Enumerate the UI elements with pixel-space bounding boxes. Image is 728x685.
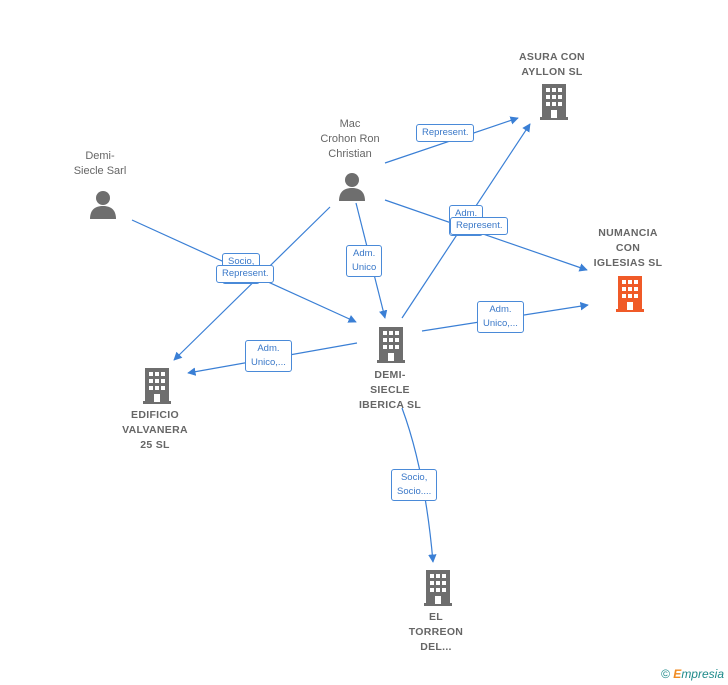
edge-label-adm-unico[interactable]: Adm. Unico <box>346 245 383 277</box>
label-line: IGLESIAS SL <box>593 257 663 269</box>
node-numancia-label[interactable]: NUMANCIA CON IGLESIAS SL <box>578 226 678 271</box>
edge-label-text: Adm. <box>353 248 376 259</box>
edge-label-text: Represent. <box>422 127 469 138</box>
building-icon <box>540 84 568 120</box>
label-line: CON <box>615 242 641 254</box>
brand-text: mpresia <box>681 667 724 681</box>
brand-initial: E <box>673 667 682 681</box>
label-line: SIECLE <box>370 384 410 396</box>
edge-label-text: Represent. <box>222 268 269 279</box>
label-line: Siecle Sarl <box>73 165 127 177</box>
node-asura-label[interactable]: ASURA CON AYLLON SL <box>500 50 604 80</box>
person-icon <box>339 173 365 201</box>
label-line: EL <box>428 611 444 623</box>
node-demi-iberica-label[interactable]: DEMI- SIECLE IBERICA SL <box>340 368 440 413</box>
label-line: NUMANCIA <box>598 227 658 239</box>
edge-label-text: Represent. <box>456 220 503 231</box>
building-icon <box>377 327 405 363</box>
label-line: DEMI- <box>374 369 406 381</box>
copyright-symbol: © <box>661 667 670 681</box>
edge-label-text: Unico <box>352 262 377 273</box>
node-torreon-label[interactable]: EL TORREON DEL... <box>386 610 486 655</box>
label-line: Demi- <box>85 150 115 162</box>
edge-label-text: Socio.... <box>397 486 432 497</box>
edge-label-text: Unico,... <box>483 318 518 329</box>
label-line: TORREON <box>408 626 464 638</box>
edge-label-represent[interactable]: Represent. <box>416 124 475 142</box>
label-line: VALVANERA <box>122 424 188 436</box>
label-line: AYLLON SL <box>521 66 583 78</box>
node-mac-label[interactable]: Mac Crohon Ron Christian <box>300 117 400 162</box>
edge-label-socio[interactable]: Socio, Socio.... <box>391 469 438 501</box>
label-line: DEL... <box>420 641 452 653</box>
label-line: IBERICA SL <box>358 399 422 411</box>
person-icon <box>90 191 116 219</box>
node-edificio-label[interactable]: EDIFICIO VALVANERA 25 SL <box>105 408 205 453</box>
label-line: EDIFICIO <box>131 409 179 421</box>
label-line: 25 SL <box>140 439 170 451</box>
node-demi-sarl-label[interactable]: Demi- Siecle Sarl <box>50 149 150 179</box>
edge-label-text: Adm. <box>257 343 280 354</box>
label-line: Crohon Ron <box>320 133 380 145</box>
edge-label-text: Socio, <box>400 472 428 483</box>
empresia-logo: © Empresia <box>661 667 724 681</box>
label-line: ASURA CON <box>519 51 585 63</box>
edge-label-text: Socio, <box>228 256 255 267</box>
edge-label-adm-unico[interactable]: Adm. Unico,... <box>245 340 292 372</box>
edge-mac-numancia <box>384 199 588 272</box>
edge-label-represent[interactable]: Represent. <box>450 217 509 235</box>
label-line: Mac <box>339 118 361 130</box>
building-icon <box>424 570 452 606</box>
edge-label-represent[interactable]: Represent. <box>216 265 275 283</box>
edge-label-text: Adm. <box>455 208 478 219</box>
building-icon <box>143 368 171 404</box>
edge-label-text: Adm. <box>489 304 512 315</box>
edge-label-adm-unico[interactable]: Adm. Unico,... <box>477 301 524 333</box>
edge-label-text: Unico,... <box>251 357 286 368</box>
building-icon-highlighted <box>616 276 644 312</box>
label-line: Christian <box>328 148 372 160</box>
